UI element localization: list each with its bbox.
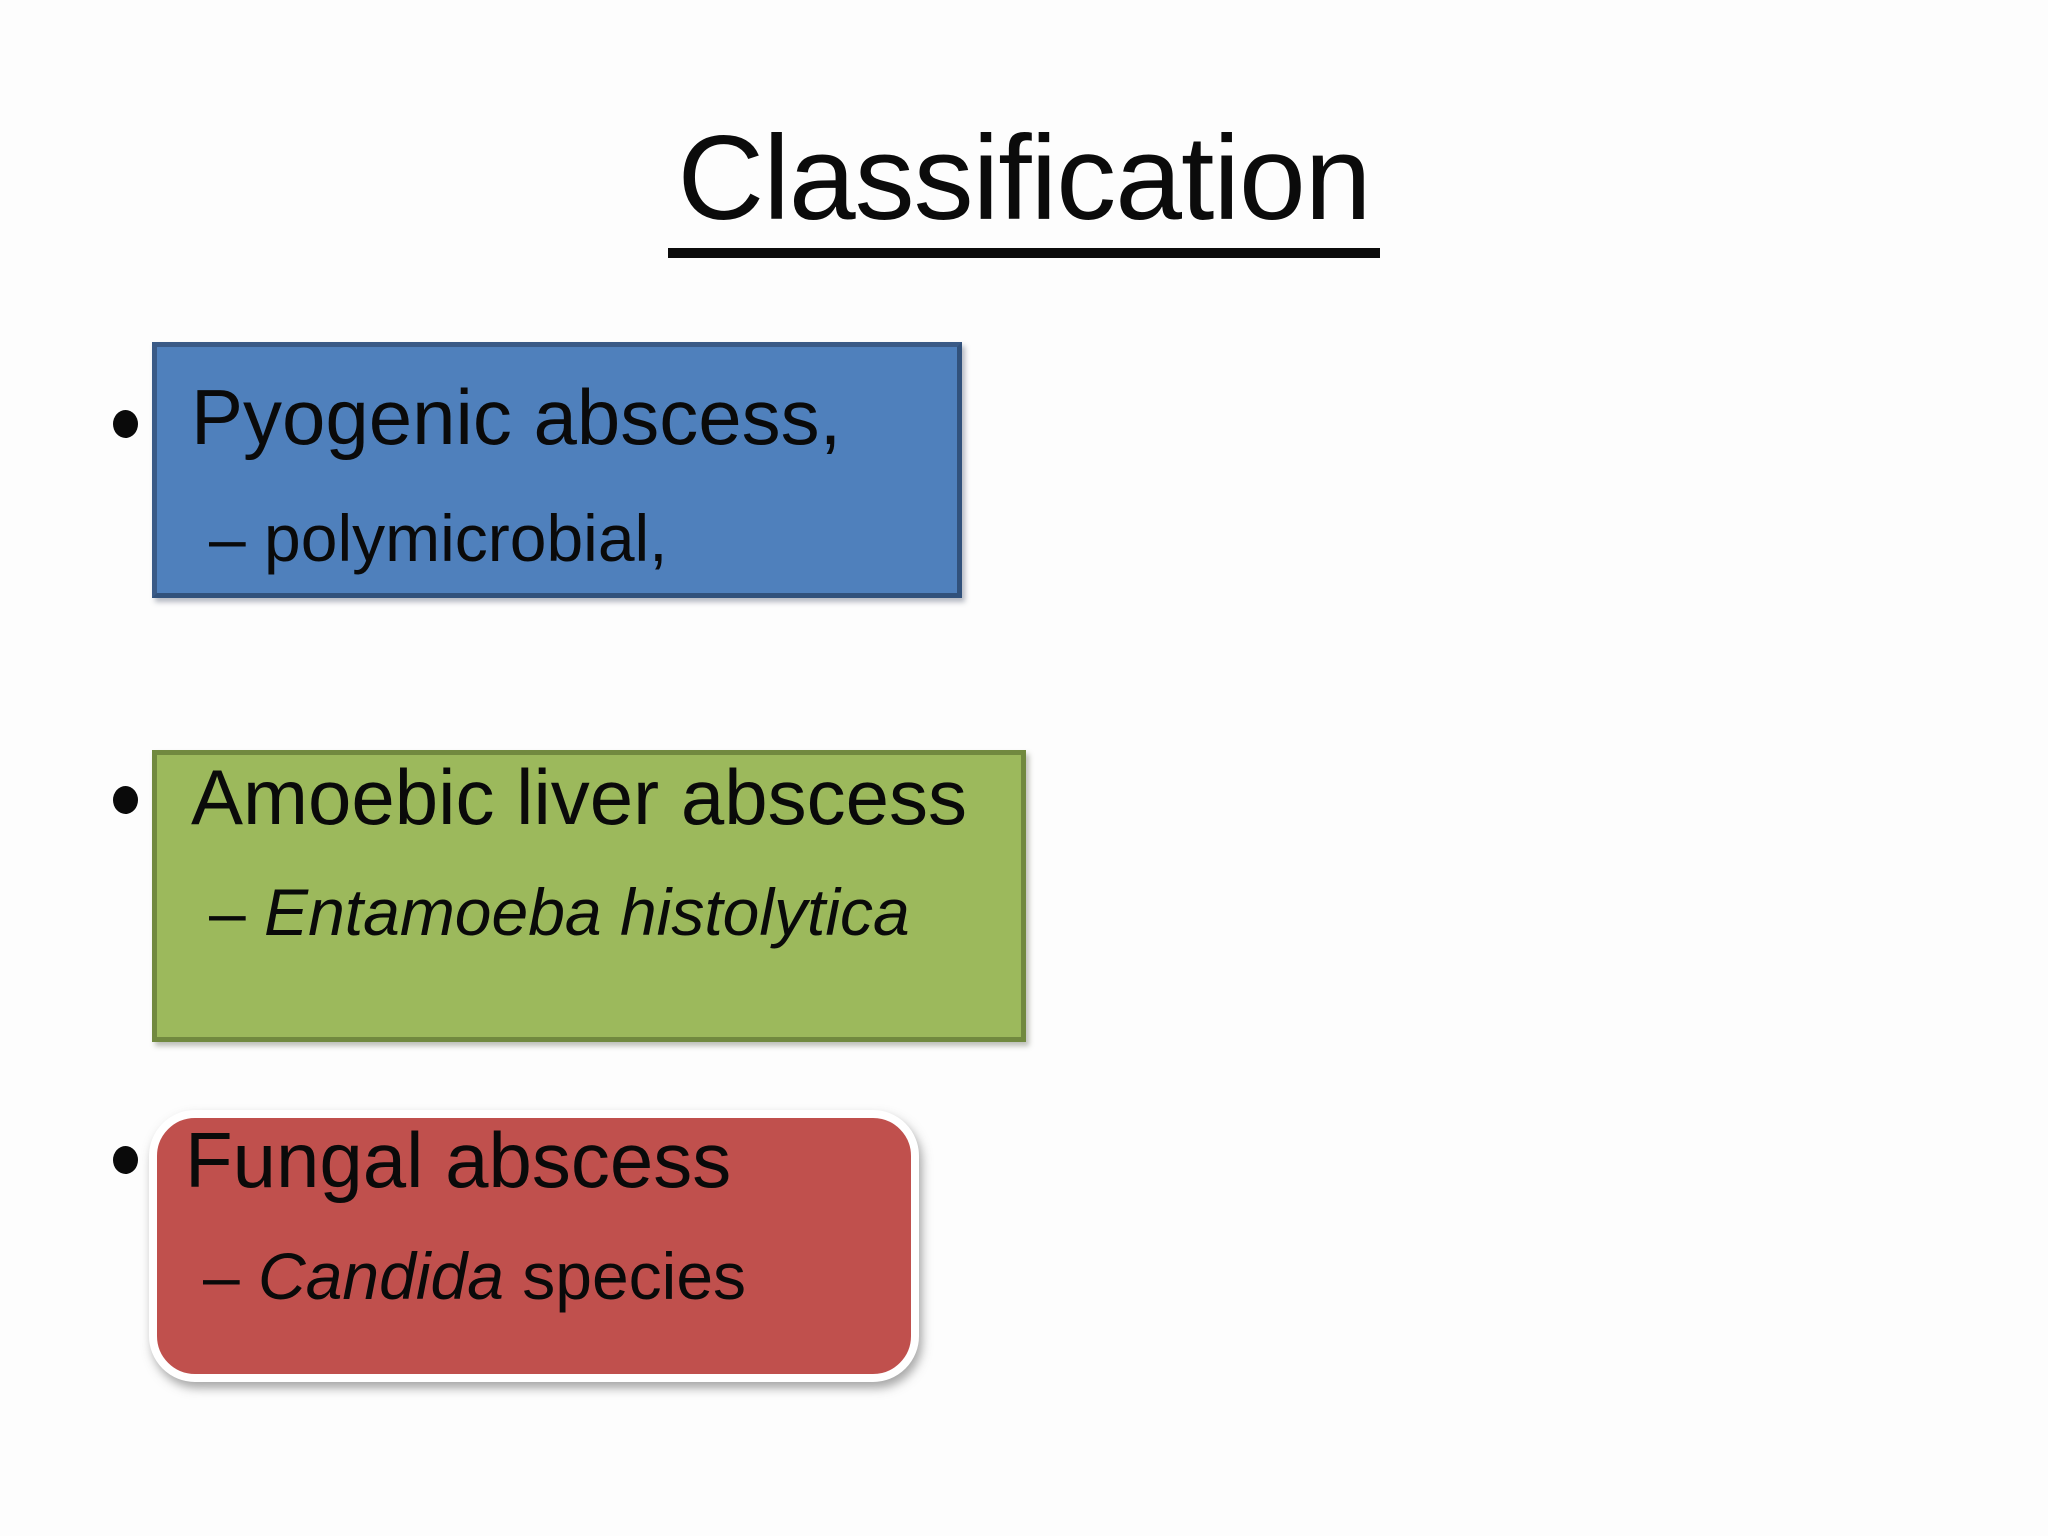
bullet-dot-icon (113, 410, 138, 438)
sub-rest-text: polymicrobial, (264, 500, 668, 575)
sub-dash: – (203, 1238, 259, 1313)
item-subtext: – Candida species (185, 1238, 903, 1313)
sub-italic-text: Candida (258, 1238, 504, 1313)
item-label: Amoebic liver abscess (191, 753, 967, 841)
title-area: Classification (0, 112, 2048, 258)
item-subtext: – polymicrobial, (191, 500, 949, 575)
slide-title: Classification (667, 112, 1381, 258)
amoebic-liver-abscess-box: Amoebic liver abscess – Entamoeba histol… (152, 750, 1026, 1042)
sub-dash: – (209, 874, 265, 949)
bullet-dot-icon (113, 1146, 138, 1174)
item-label: Pyogenic abscess, (191, 373, 842, 461)
item-subtext: – Entamoeba histolytica (191, 874, 1013, 949)
item-label: Fungal abscess (185, 1116, 732, 1204)
fungal-abscess-box: Fungal abscess – Candida species (149, 1110, 919, 1382)
bullet-dot-icon (113, 786, 138, 814)
sub-italic-text: Entamoeba histolytica (264, 874, 910, 949)
pyogenic-abscess-box: Pyogenic abscess, – polymicrobial, (152, 342, 962, 598)
sub-rest-text: species (503, 1238, 747, 1313)
sub-dash: – (209, 500, 265, 575)
